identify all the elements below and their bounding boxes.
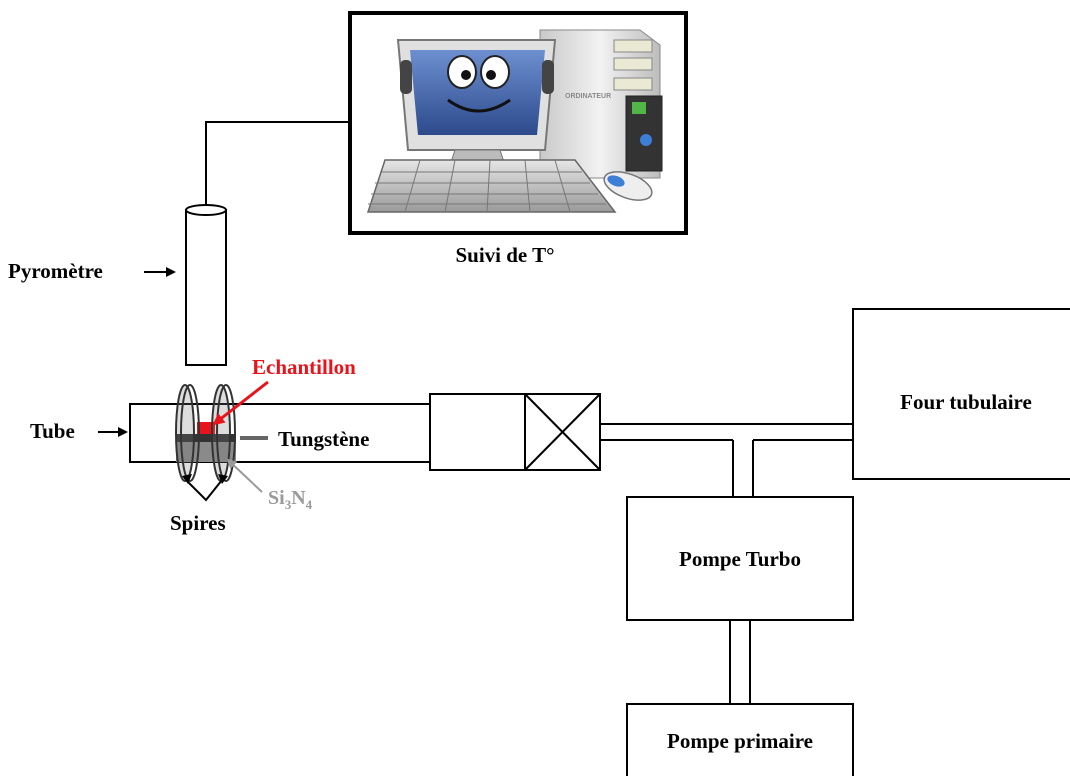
sample-arrow bbox=[212, 380, 269, 426]
tube-furnace-box bbox=[852, 308, 1070, 480]
pyrometer bbox=[185, 204, 227, 366]
sample bbox=[197, 422, 215, 434]
mouse-icon bbox=[603, 171, 653, 201]
furnace-label: Four tubulaire bbox=[900, 390, 1032, 414]
computer-screen-icon: ORDINATEUR bbox=[396, 39, 611, 166]
tube-connector bbox=[429, 393, 526, 471]
tube-label: Tube bbox=[30, 419, 75, 443]
tungsten-label: Tungstène bbox=[278, 427, 369, 451]
primary-pump-label: Pompe primaire bbox=[667, 729, 813, 753]
pyrometer-label: Pyromètre bbox=[8, 259, 103, 283]
computer-monitor-box: ORDINATEUR bbox=[348, 11, 688, 235]
si3n4-arrow bbox=[226, 458, 263, 493]
brand-logo-text: ORDINATEUR bbox=[565, 93, 611, 100]
tungsten-plate bbox=[176, 434, 236, 442]
keyboard-icon bbox=[366, 159, 617, 213]
vacuum-piping bbox=[600, 423, 853, 704]
si3n4-support bbox=[176, 442, 236, 462]
computer-tower-icon bbox=[539, 29, 663, 179]
turbo-pump-box bbox=[626, 496, 854, 621]
coils-arrows bbox=[187, 479, 223, 502]
sample-label: Echantillon bbox=[252, 355, 356, 379]
computer-caption: Suivi de T° bbox=[455, 243, 554, 267]
si3n4-label: Si3N4 bbox=[268, 487, 313, 512]
turbo-pump-label: Pompe Turbo bbox=[679, 547, 801, 571]
induction-coils bbox=[175, 384, 236, 482]
primary-pump-box bbox=[626, 703, 854, 776]
valve-cross-line bbox=[524, 393, 601, 471]
coil-arrowhead-left bbox=[182, 474, 192, 484]
pyrometer-cable bbox=[205, 121, 350, 208]
coil-arrowhead-right bbox=[218, 474, 228, 484]
coils-label: Spires bbox=[170, 511, 226, 535]
